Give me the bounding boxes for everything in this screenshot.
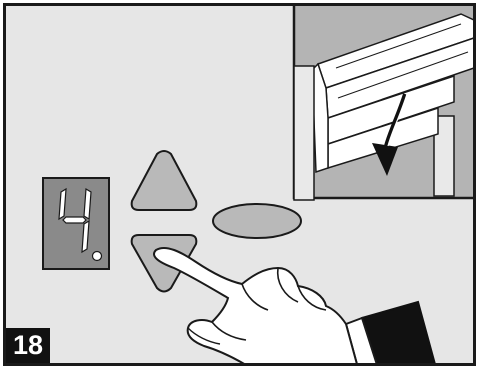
- close-door-arrow-icon: [372, 93, 408, 176]
- digit-four-glyph: [58, 187, 92, 254]
- garage-door-inset: [292, 6, 473, 201]
- step-number-badge: 18: [6, 328, 50, 363]
- seven-segment-display: [42, 177, 110, 270]
- up-arrow-button[interactable]: [130, 150, 198, 211]
- garage-door-panels-icon: [311, 13, 473, 174]
- decimal-point: [91, 250, 103, 262]
- oval-button[interactable]: [212, 203, 302, 239]
- control-panel-illustration: 18: [3, 3, 476, 366]
- pointing-hand-icon: [153, 246, 436, 363]
